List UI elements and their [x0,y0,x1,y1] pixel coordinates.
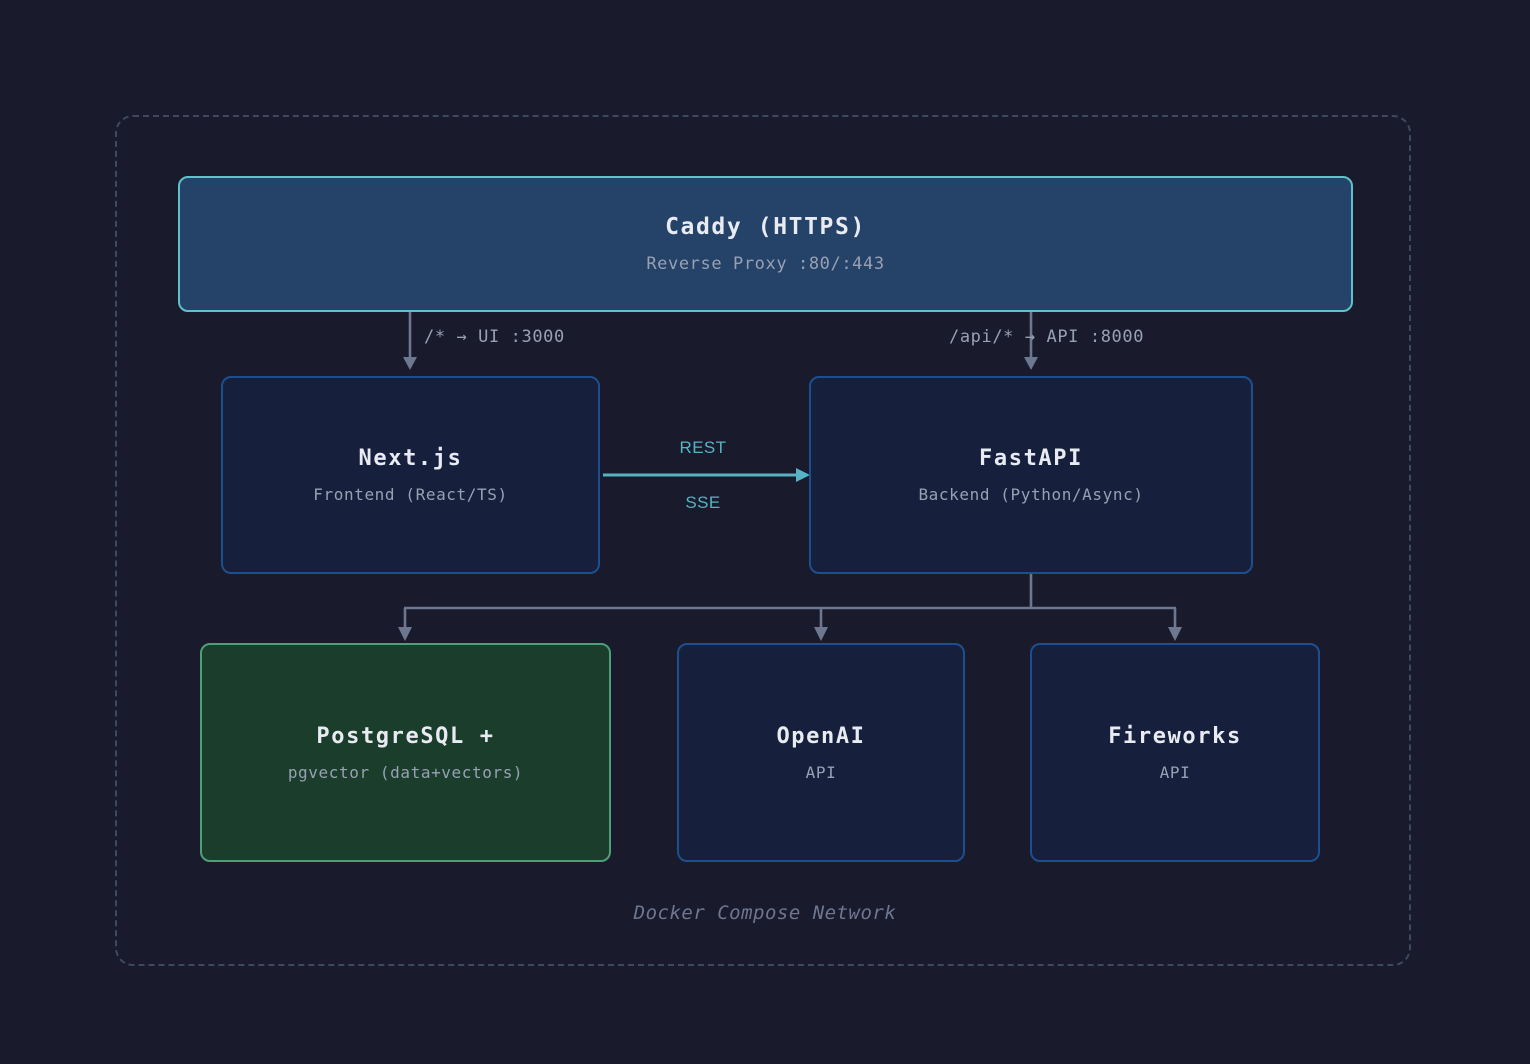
node-fireworks-subtitle: API [1159,762,1191,782]
node-postgresql-title: PostgreSQL + [316,723,495,749]
node-caddy-title: Caddy (HTTPS) [665,214,866,240]
node-fastapi[interactable]: FastAPI Backend (Python/Async) [809,376,1253,574]
node-postgresql-subtitle: pgvector (data+vectors) [287,762,524,782]
node-nextjs-title: Next.js [358,446,463,471]
edge-label-caddy-to-ui: /* → UI :3000 [424,327,565,347]
node-nextjs-subtitle: Frontend (React/TS) [313,485,508,504]
edge-label-sse: SSE [685,493,721,512]
node-caddy-subtitle: Reverse Proxy :80/:443 [646,254,885,274]
edge-label-rest: REST [679,438,727,457]
node-fastapi-title: FastAPI [979,446,1083,471]
node-caddy[interactable]: Caddy (HTTPS) Reverse Proxy :80/:443 [178,176,1353,312]
node-fastapi-subtitle: Backend (Python/Async) [918,485,1144,504]
node-fireworks[interactable]: Fireworks API [1030,643,1320,862]
node-nextjs[interactable]: Next.js Frontend (React/TS) [221,376,600,574]
docker-compose-boundary [115,115,1411,966]
node-postgresql[interactable]: PostgreSQL + pgvector (data+vectors) [200,643,611,862]
node-openai-title: OpenAI [776,723,866,749]
docker-compose-network-caption: Docker Compose Network [633,902,897,924]
node-openai[interactable]: OpenAI API [677,643,965,862]
edge-label-caddy-to-api: /api/* → API :8000 [949,327,1145,347]
node-openai-subtitle: API [805,762,837,782]
node-fireworks-title: Fireworks [1108,723,1242,749]
